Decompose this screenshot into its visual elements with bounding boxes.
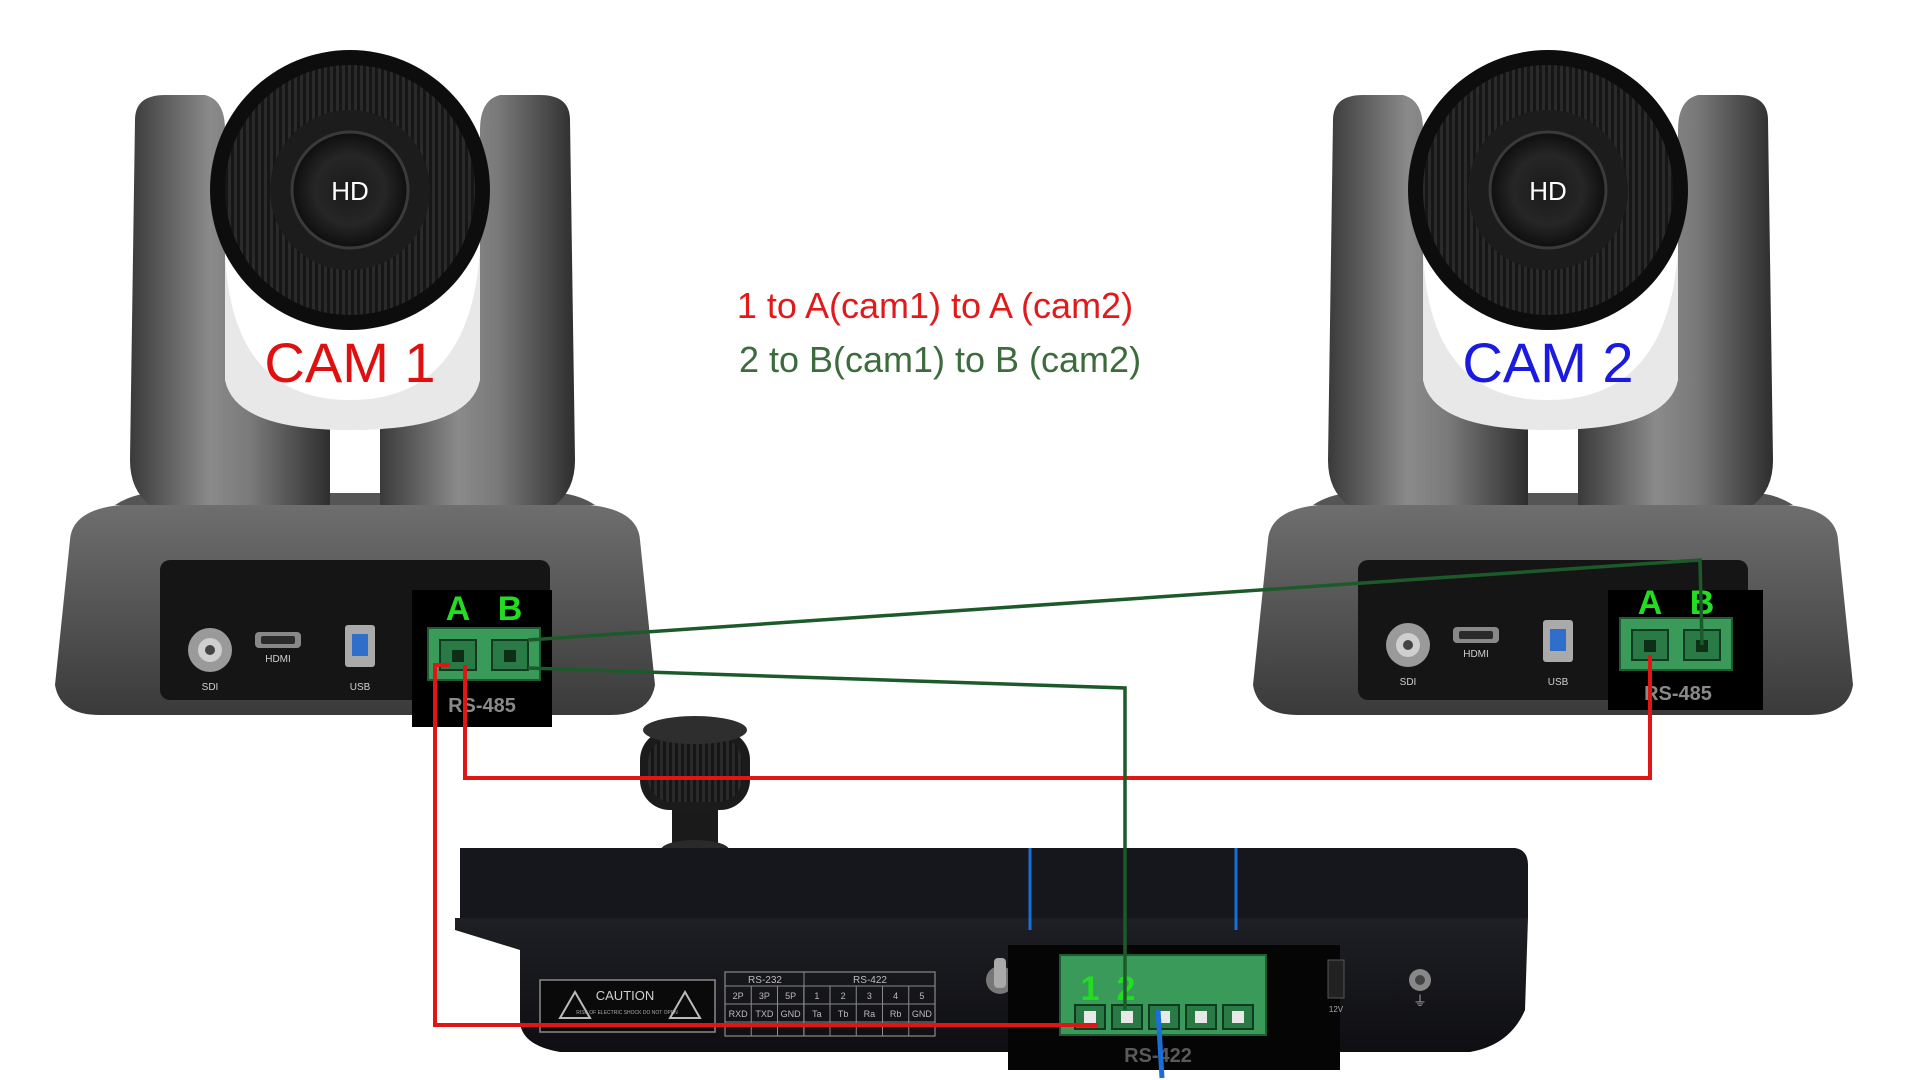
pin-name-3: Ta <box>812 1009 822 1019</box>
pin-number-1: 3P <box>759 991 770 1001</box>
camera-2-right-arm <box>1578 95 1773 505</box>
camera-2-rs485-label: RS-485 <box>1644 683 1712 705</box>
ptz-controller: CAUTION RISK OF ELECTRIC SHOCK DO NOT OP… <box>455 716 1528 1079</box>
controller-slot-hole-2 <box>1121 1011 1133 1023</box>
pin-number-2: 5P <box>785 991 796 1001</box>
toggle-switch <box>986 958 1014 994</box>
pin-name-0: RXD <box>729 1009 749 1019</box>
camera-2-sdi-port: SDI <box>1386 623 1430 688</box>
controller-terminal-1: 1 <box>1081 970 1100 1008</box>
pin-number-6: 4 <box>893 991 898 1001</box>
controller-slot-hole-1 <box>1084 1011 1096 1023</box>
camera-1: HD CAM 1 SDI HDMI USB A B RS-485 <box>55 50 655 727</box>
camera-2-hdmi-label: HDMI <box>1463 649 1489 660</box>
controller-top-deck <box>460 848 1528 918</box>
camera-2: HD CAM 2 SDI HDMI USB A B RS-485 <box>1253 50 1853 715</box>
camera-1-hdmi-label: HDMI <box>265 654 291 665</box>
pin-number-5: 3 <box>867 991 872 1001</box>
camera-2-usb-port: USB <box>1543 620 1573 688</box>
controller-slot-hole-4 <box>1195 1011 1207 1023</box>
camera-1-usb-port: USB <box>345 625 375 693</box>
pin-name-7: GND <box>912 1009 933 1019</box>
pin-name-4: Tb <box>838 1009 849 1019</box>
camera-1-terminal-b: B <box>498 590 523 628</box>
note-line-1: 1 to A(cam1) to A (cam2) <box>737 285 1133 326</box>
pin-number-3: 1 <box>814 991 819 1001</box>
camera-2-label: CAM 2 <box>1462 331 1633 394</box>
controller-slot-4 <box>1185 1004 1217 1030</box>
controller-slot-hole-5 <box>1232 1011 1244 1023</box>
camera-1-left-arm <box>130 95 330 505</box>
joystick <box>640 716 750 860</box>
camera-1-sdi-port: SDI <box>188 628 232 693</box>
pin-number-0: 2P <box>733 991 744 1001</box>
note-line-2: 2 to B(cam1) to B (cam2) <box>739 339 1141 380</box>
camera-1-right-arm <box>380 95 575 505</box>
camera-1-terminal-a: A <box>446 590 471 628</box>
camera-1-label: CAM 1 <box>264 331 435 394</box>
caution-text: CAUTION <box>596 988 655 1003</box>
camera-2-lens <box>1488 130 1608 250</box>
pin-name-1: TXD <box>755 1009 774 1019</box>
wires <box>433 558 1704 1027</box>
camera-2-hdmi-port: HDMI <box>1453 627 1499 660</box>
ground-screw: ⏚ <box>1409 969 1431 1009</box>
power-label: 12V <box>1329 1005 1344 1014</box>
green-wire-cam1-to-controller <box>527 666 1127 1010</box>
camera-2-usb-label: USB <box>1548 677 1569 688</box>
pin-name-6: Rb <box>890 1009 902 1019</box>
camera-2-sdi-label: SDI <box>1400 677 1417 688</box>
camera-2-lens-text: HD <box>1529 176 1567 206</box>
rs422-group-label: RS-422 <box>853 975 887 986</box>
camera-1-usb-label: USB <box>350 682 371 693</box>
red-wire-cam1-to-cam2 <box>463 655 1652 780</box>
camera-2-terminal-a: A <box>1638 584 1663 622</box>
camera-1-lens-text: HD <box>331 176 369 206</box>
camera-1-hdmi-port: HDMI <box>255 632 301 665</box>
rs232-group-label: RS-232 <box>748 975 782 986</box>
svg-text:⏚: ⏚ <box>1413 993 1427 1009</box>
green-wire-cam1-to-cam2 <box>527 558 1704 646</box>
pin-name-2: GND <box>781 1009 802 1019</box>
camera-2-left-arm <box>1328 95 1528 505</box>
caution-subtext: RISK OF ELECTRIC SHOCK DO NOT OPEN <box>576 1010 678 1016</box>
pin-number-4: 2 <box>841 991 846 1001</box>
pin-number-7: 5 <box>919 991 924 1001</box>
blue-wire <box>1155 1009 1165 1079</box>
camera-1-sdi-label: SDI <box>202 682 219 693</box>
camera-1-lens <box>290 130 410 250</box>
red-wire-cam1-to-controller <box>433 663 1098 1027</box>
pin-name-5: Ra <box>864 1009 876 1019</box>
camera-1-rs485-label: RS-485 <box>448 695 516 717</box>
power-jack <box>1327 959 1345 999</box>
controller-rs422-label: RS-422 <box>1124 1045 1192 1067</box>
